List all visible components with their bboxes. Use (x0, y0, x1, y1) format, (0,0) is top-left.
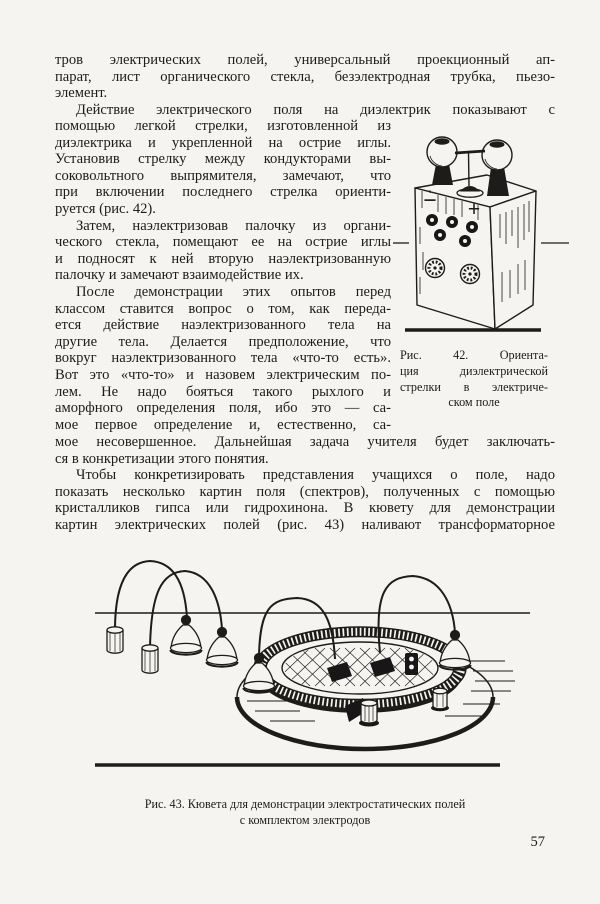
holed-electrode (405, 653, 418, 675)
paragraph-block-bottom: мое несовершенное. Дальнейшая задача учи… (55, 434, 555, 534)
text-line: руется (рис. 42). (55, 200, 156, 217)
text-line: и подносят к ней вторую наэлектризованну… (55, 250, 391, 267)
text-line: мое первое определение и, естественно, с… (55, 416, 391, 433)
text-line: другие тела. Делается предположение, что (55, 333, 391, 350)
text-line: диэлектрика и укрепленной на острие иглы… (55, 134, 391, 151)
paragraph-block-top: тров электрических полей, универсальный … (55, 52, 555, 118)
text-line: при включении последнего стрелка ориенти… (55, 184, 391, 201)
sphere-shading (429, 155, 498, 170)
floor-grid (284, 647, 436, 687)
base-plate-shadow (234, 696, 496, 752)
text-line: показать несколько картин поля (спектров… (55, 483, 555, 500)
wire-arcs (114, 559, 456, 660)
text-line: Действие электрического поля на диэлектр… (76, 101, 555, 118)
text-line: ся в конкретизации этого понятия. (55, 450, 269, 467)
panel-dials (424, 257, 481, 285)
figure-43 (75, 556, 545, 791)
base-hatching (245, 660, 515, 722)
minus-label: − (423, 188, 437, 214)
fig43-illustration (95, 559, 530, 767)
caption-line: стрелки в электриче- (400, 379, 548, 394)
plus-label: + (468, 196, 481, 221)
text-line: элемент. (55, 85, 108, 102)
figure-43-caption: Рис. 43. Кювета для демонстрации электро… (55, 797, 555, 829)
caption-line: ском поле (448, 395, 500, 410)
bell-electrodes (169, 614, 472, 694)
sphere-caps (434, 138, 505, 148)
figure-42: − + (392, 132, 570, 344)
text-line: ческого стекла, помещают ее на острие иг… (55, 234, 391, 251)
text-line: парат, лист органического стекла, безэле… (55, 68, 555, 85)
text-line: Установив стрелку между кондукторами вы- (55, 151, 391, 168)
sphere-stands (432, 164, 509, 196)
caption-line: Рис. 43. Кювета для демонстрации электро… (144, 797, 466, 811)
text-line: аморфного определения поля, ибо это — са… (55, 400, 391, 417)
text-line: вокруг наэлектризованного тела «что-то е… (55, 350, 391, 367)
text-line: Вот это «что-то» и назовем электрическим… (55, 366, 391, 383)
plate-electrode (327, 662, 352, 682)
text-line: помощью легкой стрелки, изготовленной из (55, 118, 391, 134)
text-line: соковольтного выпрямителя, замечают, что (55, 167, 391, 184)
caption-line: ция диэлектрической (400, 363, 548, 378)
paragraph-block-narrow: помощью легкой стрелки, изготовленной из… (55, 118, 391, 433)
cylinder-electrodes (106, 626, 159, 674)
panel-knobs (426, 214, 478, 247)
text-line: лем. Не надо бояться такого рыхлого и (55, 383, 391, 400)
text-line: Затем, наэлектризовав палочку из органи- (76, 217, 391, 234)
text-line: картин электрических полей (рис. 43) нал… (55, 516, 555, 533)
front-hatching (419, 190, 479, 294)
fig42-illustration: − + (393, 136, 569, 332)
dielectric-needle (454, 149, 486, 198)
text-line: После демонстрации этих опытов перед (76, 283, 391, 300)
text-line: кристалликов гипса или гидрохинона. В кю… (55, 500, 555, 517)
text-line: Чтобы конкретизировать представления уча… (76, 467, 555, 484)
plate-electrode (370, 657, 395, 677)
caption-line: с комплектом электродов (239, 812, 371, 827)
text-line: палочку и замечают взаимодействие их. (55, 267, 304, 284)
conductor-spheres (426, 136, 513, 171)
terminal-posts (345, 687, 449, 727)
cuvette-floor (281, 641, 439, 695)
side-hatching (499, 201, 530, 302)
text-line: классом ставится вопрос о том, как перед… (55, 300, 391, 317)
text-line: тров электрических полей, универсальный … (55, 52, 555, 68)
text-line: ется действие наэлектризованного тела на (55, 317, 391, 334)
caption-line: Рис. 42. Ориента- (400, 348, 548, 362)
page-number: 57 (530, 834, 546, 850)
text-line: мое несовершенное. Дальнейшая задача учи… (55, 434, 555, 450)
